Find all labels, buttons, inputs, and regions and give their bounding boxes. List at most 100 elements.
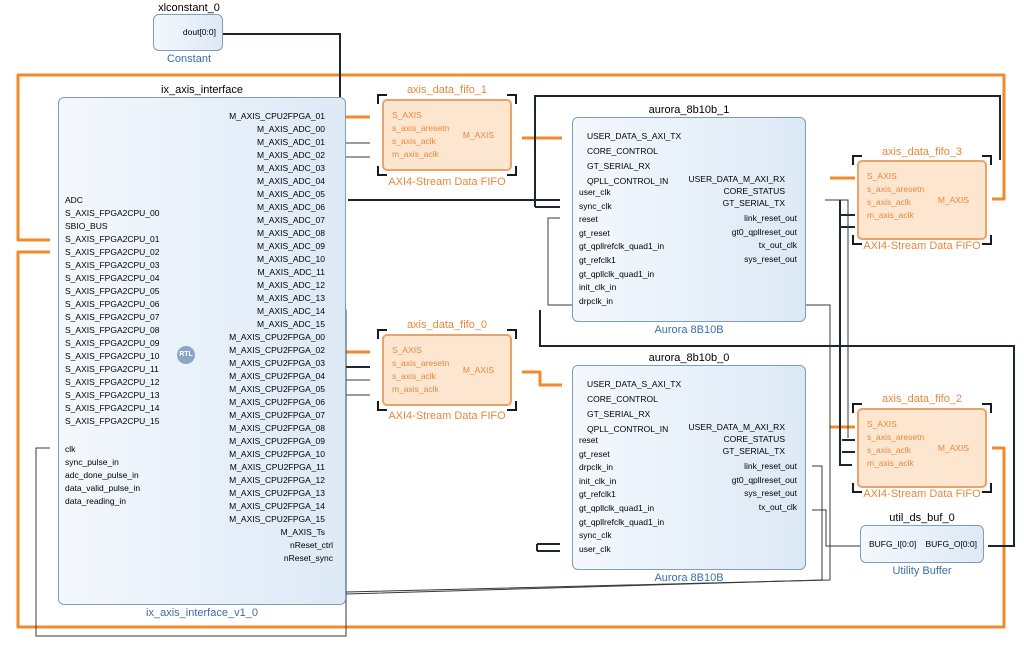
interface-signal-data_reading_in[interactable]: data_reading_in bbox=[65, 496, 126, 506]
interface-signal-nreset_ctrl[interactable]: nReset_ctrl bbox=[290, 540, 333, 550]
f2-port-m-axis[interactable]: M_AXIS bbox=[937, 443, 969, 453]
f0-port-s_axis_aresetn[interactable]: s_axis_aresetn bbox=[392, 358, 450, 368]
interface-port-m_axis_cpu2fpga_12[interactable]: M_AXIS_CPU2FPGA_12 bbox=[229, 475, 325, 485]
f2-port-s_axis[interactable]: S_AXIS bbox=[867, 419, 897, 429]
interface-port-m_axis_adc_04[interactable]: M_AXIS_ADC_04 bbox=[256, 176, 325, 186]
a1-signal-init_clk_in[interactable]: init_clk_in bbox=[579, 282, 617, 293]
interface-signal-data_valid_pulse_in[interactable]: data_valid_pulse_in bbox=[65, 483, 141, 493]
interface-port-s_axis_fpga2cpu_07[interactable]: S_AXIS_FPGA2CPU_07 bbox=[65, 312, 160, 322]
interface-port-s_axis_fpga2cpu_03[interactable]: S_AXIS_FPGA2CPU_03 bbox=[65, 260, 160, 270]
interface-port-m_axis_cpu2fpga_04[interactable]: M_AXIS_CPU2FPGA_04 bbox=[229, 371, 325, 381]
a0-signal-sync_clk[interactable]: sync_clk bbox=[579, 530, 612, 541]
f2-port-s_axis_aresetn[interactable]: s_axis_aresetn bbox=[867, 432, 925, 442]
a0-port-gt_serial_rx[interactable]: GT_SERIAL_RX bbox=[587, 409, 651, 419]
interface-port-s_axis_fpga2cpu_10[interactable]: S_AXIS_FPGA2CPU_10 bbox=[65, 351, 160, 361]
interface-port-m_axis_cpu2fpga_01[interactable]: M_AXIS_CPU2FPGA_01 bbox=[229, 111, 325, 121]
interface-port-m_axis_adc_10[interactable]: M_AXIS_ADC_10 bbox=[256, 254, 325, 264]
f3-port-s_axis[interactable]: S_AXIS bbox=[867, 171, 897, 181]
f3-port-m-axis[interactable]: M_AXIS bbox=[937, 195, 969, 205]
interface-signal-adc_done_pulse_in[interactable]: adc_done_pulse_in bbox=[65, 470, 139, 480]
a1-signal-gt_reset[interactable]: gt_reset bbox=[579, 227, 610, 238]
interface-signal-sync_pulse_in[interactable]: sync_pulse_in bbox=[65, 457, 119, 467]
a0-signal-gt_refclk1[interactable]: gt_refclk1 bbox=[579, 489, 616, 500]
a0-port-gt_serial_tx[interactable]: GT_SERIAL_TX bbox=[722, 446, 785, 456]
interface-port-m_axis_cpu2fpga_10[interactable]: M_AXIS_CPU2FPGA_10 bbox=[229, 449, 325, 459]
a0-port-user_data_m_axi_rx[interactable]: USER_DATA_M_AXI_RX bbox=[688, 422, 785, 432]
f0-port-s_axis_aclk[interactable]: s_axis_aclk bbox=[392, 371, 436, 381]
interface-port-s_axis_fpga2cpu_00[interactable]: S_AXIS_FPGA2CPU_00 bbox=[65, 208, 160, 218]
interface-port-m_axis_cpu2fpga_11[interactable]: M_AXIS_CPU2FPGA_11 bbox=[229, 462, 325, 472]
bufg-block[interactable]: BUFG_I[0:0] BUFG_O[0:0] bbox=[860, 525, 984, 563]
a0-signal-reset[interactable]: reset bbox=[579, 435, 598, 445]
a1-port-gt_serial_tx[interactable]: GT_SERIAL_TX bbox=[722, 198, 785, 208]
bufg-port-in[interactable]: BUFG_I[0:0] bbox=[869, 539, 917, 549]
a0-signal-link_reset_out[interactable]: link_reset_out bbox=[744, 461, 797, 471]
interface-port-m_axis_ts[interactable]: M_AXIS_Ts bbox=[280, 527, 325, 537]
a1-port-qpll_control_in[interactable]: QPLL_CONTROL_IN bbox=[587, 176, 669, 186]
interface-port-s_axis_fpga2cpu_13[interactable]: S_AXIS_FPGA2CPU_13 bbox=[65, 390, 160, 400]
a1-signal-drpclk_in[interactable]: drpclk_in bbox=[579, 295, 614, 306]
interface-port-adc[interactable]: ADC bbox=[65, 195, 83, 205]
interface-port-s_axis_fpga2cpu_08[interactable]: S_AXIS_FPGA2CPU_08 bbox=[65, 325, 160, 335]
fifo0-block[interactable]: S_AXIS s_axis_aresetn s_axis_aclk m_axis_ac… bbox=[377, 329, 517, 411]
a1-signal-link_reset_out[interactable]: link_reset_out bbox=[744, 213, 797, 223]
a1-signal-gt0_qpllreset_out[interactable]: gt0_qpllreset_out bbox=[731, 226, 797, 237]
interface-port-m_axis_adc_02[interactable]: M_AXIS_ADC_02 bbox=[256, 150, 325, 160]
interface-port-sbio_bus[interactable]: SBIO_BUS bbox=[65, 221, 108, 231]
a1-signal-reset[interactable]: reset bbox=[579, 214, 598, 225]
a1-signal-gt_refclk1[interactable]: gt_refclk1 bbox=[579, 255, 616, 265]
f0-port-s_axis[interactable]: S_AXIS bbox=[392, 345, 422, 355]
interface-port-s_axis_fpga2cpu_12[interactable]: S_AXIS_FPGA2CPU_12 bbox=[65, 377, 160, 387]
interface-port-m_axis_adc_06[interactable]: M_AXIS_ADC_06 bbox=[256, 202, 325, 212]
a1-port-core_control[interactable]: CORE_CONTROL bbox=[587, 146, 658, 156]
interface-port-m_axis_adc_15[interactable]: M_AXIS_ADC_15 bbox=[256, 319, 325, 329]
f3-port-s_axis_aclk[interactable]: s_axis_aclk bbox=[867, 197, 911, 207]
interface-port-m_axis_adc_12[interactable]: M_AXIS_ADC_12 bbox=[256, 280, 325, 290]
a0-port-qpll_control_in[interactable]: QPLL_CONTROL_IN bbox=[587, 424, 669, 434]
a0-port-core_status[interactable]: CORE_STATUS bbox=[723, 434, 785, 444]
interface-port-s_axis_fpga2cpu_14[interactable]: S_AXIS_FPGA2CPU_14 bbox=[65, 403, 160, 413]
bufg-port-out[interactable]: BUFG_O[0:0] bbox=[925, 539, 978, 549]
interface-signal-nreset_sync[interactable]: nReset_sync bbox=[283, 553, 333, 563]
f1-port-s_axis_aclk[interactable]: s_axis_aclk bbox=[392, 136, 436, 146]
f0-port-m_axis_aclk[interactable]: m_axis_aclk bbox=[392, 384, 439, 394]
interface-port-m_axis_adc_14[interactable]: M_AXIS_ADC_14 bbox=[256, 306, 325, 316]
f1-port-s_axis_aresetn[interactable]: s_axis_aresetn bbox=[392, 123, 450, 133]
interface-port-s_axis_fpga2cpu_15[interactable]: S_AXIS_FPGA2CPU_15 bbox=[65, 416, 160, 426]
interface-port-m_axis_cpu2fpga_08[interactable]: M_AXIS_CPU2FPGA_08 bbox=[229, 423, 325, 433]
a0-signal-drpclk_in[interactable]: drpclk_in bbox=[579, 462, 614, 473]
interface-port-s_axis_fpga2cpu_04[interactable]: S_AXIS_FPGA2CPU_04 bbox=[65, 273, 160, 283]
interface-port-m_axis_adc_00[interactable]: M_AXIS_ADC_00 bbox=[256, 124, 325, 134]
a0-signal-gt0_qpllreset_out[interactable]: gt0_qpllreset_out bbox=[731, 474, 797, 485]
interface-port-s_axis_fpga2cpu_09[interactable]: S_AXIS_FPGA2CPU_09 bbox=[65, 338, 160, 348]
interface-port-m_axis_adc_11[interactable]: M_AXIS_ADC_11 bbox=[257, 267, 325, 277]
interface-port-s_axis_fpga2cpu_01[interactable]: S_AXIS_FPGA2CPU_01 bbox=[65, 234, 160, 244]
interface-port-s_axis_fpga2cpu_02[interactable]: S_AXIS_FPGA2CPU_02 bbox=[65, 247, 160, 257]
a0-signal-gt_reset[interactable]: gt_reset bbox=[579, 448, 610, 459]
constant-block[interactable]: dout[0:0] bbox=[153, 14, 223, 51]
a1-port-user_data_s_axi_tx[interactable]: USER_DATA_S_AXI_TX bbox=[587, 131, 682, 141]
aurora1-block[interactable]: USER_DATA_S_AXI_TX CORE_CONTROL GT_SERIAL_… bbox=[572, 117, 806, 322]
interface-port-m_axis_adc_03[interactable]: M_AXIS_ADC_03 bbox=[256, 163, 325, 173]
a1-signal-gt_qpllclk_quad1_in[interactable]: gt_qpllclk_quad1_in bbox=[579, 268, 655, 279]
interface-port-s_axis_fpga2cpu_11[interactable]: S_AXIS_FPGA2CPU_11 bbox=[65, 364, 159, 374]
interface-port-m_axis_adc_08[interactable]: M_AXIS_ADC_08 bbox=[256, 228, 325, 238]
f3-port-s_axis_aresetn[interactable]: s_axis_aresetn bbox=[867, 184, 925, 194]
interface-port-m_axis_cpu2fpga_02[interactable]: M_AXIS_CPU2FPGA_02 bbox=[229, 345, 325, 355]
a0-signal-gt_qpllrefclk_quad1_in[interactable]: gt_qpllrefclk_quad1_in bbox=[579, 516, 665, 527]
interface-port-m_axis_cpu2fpga_06[interactable]: M_AXIS_CPU2FPGA_06 bbox=[229, 397, 325, 407]
interface-port-m_axis_cpu2fpga_09[interactable]: M_AXIS_CPU2FPGA_09 bbox=[229, 436, 325, 446]
a0-signal-init_clk_in[interactable]: init_clk_in bbox=[579, 475, 617, 486]
interface-port-m_axis_cpu2fpga_00[interactable]: M_AXIS_CPU2FPGA_00 bbox=[229, 332, 325, 342]
interface-signal-clk[interactable]: clk bbox=[65, 444, 76, 454]
interface-port-m_axis_adc_07[interactable]: M_AXIS_ADC_07 bbox=[256, 215, 325, 225]
a0-signal-sys_reset_out[interactable]: sys_reset_out bbox=[744, 488, 797, 499]
a1-signal-sys_reset_out[interactable]: sys_reset_out bbox=[744, 253, 797, 264]
a0-port-core_control[interactable]: CORE_CONTROL bbox=[587, 394, 658, 404]
interface-port-m_axis_adc_01[interactable]: M_AXIS_ADC_01 bbox=[256, 137, 325, 147]
